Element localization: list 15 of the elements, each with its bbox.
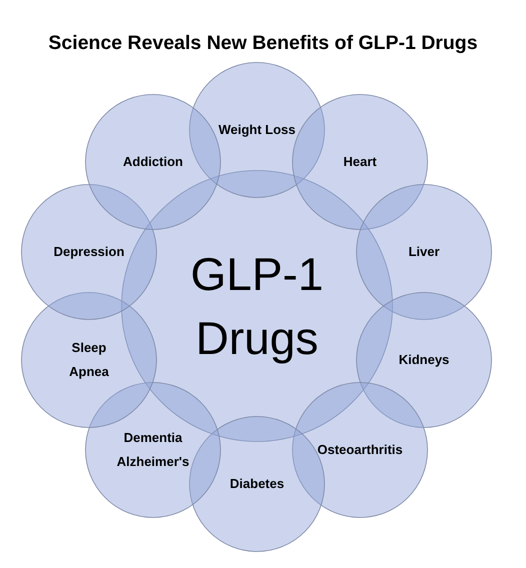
circle-label: Diabetes (230, 475, 284, 493)
outer-circle (85, 382, 221, 518)
circle-label: Addiction (123, 153, 183, 171)
circle-label: Dementia Alzheimer's (116, 429, 190, 471)
circle-label: Liver (408, 243, 440, 261)
center-label: GLP-1 Drugs (190, 247, 324, 366)
circle-label: Osteoarthritis (317, 441, 403, 459)
circle-label: Heart (343, 153, 377, 171)
diagram-title: Science Reveals New Benefits of GLP-1 Drugs (48, 32, 478, 54)
outer-circle (356, 292, 492, 428)
circle-label: Depression (54, 243, 124, 261)
circle-label: Sleep Apnea (68, 339, 110, 381)
circle-label: Weight Loss (218, 121, 296, 139)
circle-label: Kidneys (398, 351, 450, 369)
outer-circle (21, 184, 157, 320)
